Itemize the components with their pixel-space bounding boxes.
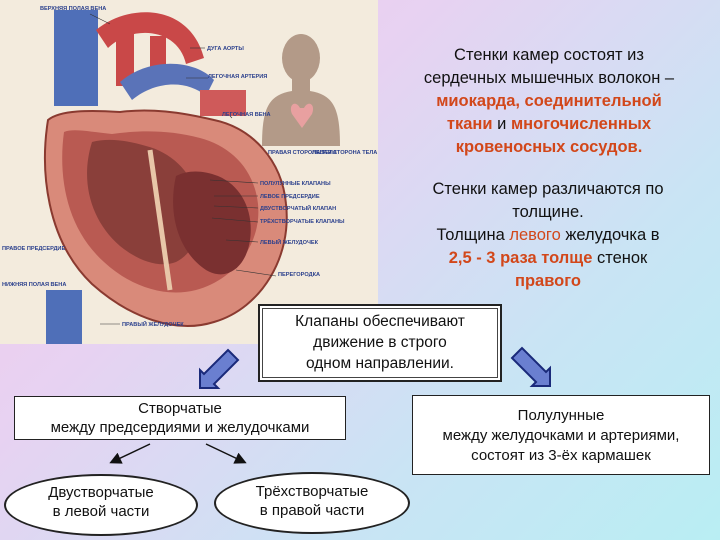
leader-lines	[89, 13, 277, 325]
walls-thickness-text: Стенки камер различаются по толщине. Тол…	[388, 178, 708, 293]
walls-composition-text: Стенки камер состоят из сердечных мышечн…	[382, 44, 716, 159]
heart-illustration: ВЕРХНЯЯ ПОЛАЯ ВЕНА ДУГА АОРТЫ ЛЕГОЧНАЯ А…	[0, 0, 378, 344]
label-left-atrium: ЛЕВОЕ ПРЕДСЕРДИЕ	[260, 194, 320, 200]
bicuspid-valve-oval: Двустворчатые в левой части	[4, 474, 198, 536]
leaflet-valves-box: Створчатые между предсердиями и желудочк…	[14, 396, 346, 440]
text1-line4a: ткани	[446, 115, 493, 133]
text1-line4b: и	[492, 115, 511, 133]
label-inferior-vena-cava: НИЖНЯЯ ПОЛАЯ ВЕНА	[2, 282, 66, 288]
leaflet-title: Створчатые	[138, 400, 222, 417]
body-silhouette-icon	[262, 34, 340, 146]
text2-line3a: Толщина	[436, 226, 510, 244]
label-semilunar-valves: ПОЛУЛУННЫЕ КЛАПАНЫ	[260, 181, 331, 187]
semilunar-line3: состоят из 3-ёх кармашек	[471, 447, 651, 464]
valves-main-line2: движение в строго	[313, 334, 447, 351]
label-right-ventricle: ПРАВЫЙ ЖЕЛУДОЧЕК	[122, 320, 184, 328]
label-left-side: ЛЕВАЯ СТОРОНА ТЕЛА	[312, 150, 377, 156]
bicuspid-title: Двустворчатые	[48, 484, 154, 501]
text1-line3: миокарда, соединительной	[436, 92, 662, 110]
label-pulmonary-artery: ЛЕГОЧНАЯ АРТЕРИЯ	[208, 74, 267, 80]
text2-line3c: желудочка в	[560, 226, 660, 244]
text1-line4c: многочисленных	[510, 115, 652, 133]
label-right-atrium: ПРАВОЕ ПРЕДСЕРДИЕ	[2, 246, 65, 252]
arrow-to-tricuspid-icon	[205, 443, 247, 464]
text2-line4b: стенок	[592, 249, 648, 267]
label-aortic-arch: ДУГА АОРТЫ	[207, 46, 244, 52]
label-right-side: ПРАВАЯ СТОРОНА ТЕЛА	[268, 150, 337, 156]
text1-line5: кровеносных сосудов.	[455, 138, 643, 156]
text1-line1: Стенки камер состоят из	[454, 46, 644, 64]
semilunar-title: Полулунные	[517, 407, 605, 424]
label-septum: ПЕРЕГОРОДКА	[278, 272, 320, 278]
arrow-to-semilunar-icon	[510, 346, 551, 387]
text2-line3: Толщина левого желудочка в	[388, 224, 708, 247]
text1-line2: сердечных мышечных волокон –	[423, 69, 675, 87]
text2-line2: толщине.	[512, 203, 584, 221]
semilunar-line2: между желудочками и артериями,	[442, 427, 680, 444]
label-superior-vena-cava: ВЕРХНЯЯ ПОЛАЯ ВЕНА	[40, 6, 106, 12]
bicuspid-subtitle: в левой части	[52, 503, 150, 520]
arrow-to-bicuspid-icon	[109, 443, 151, 464]
text1-line4: ткани и многочисленных	[382, 113, 716, 136]
label-bicuspid-valve: ДВУСТВОРЧАТЫЙ КЛАПАН	[260, 204, 336, 212]
tricuspid-subtitle: в правой части	[259, 502, 365, 519]
great-vessels	[46, 10, 246, 344]
heart-body	[44, 109, 288, 327]
leaflet-subtitle: между предсердиями и желудочками	[50, 419, 310, 436]
valves-main-box: Клапаны обеспечивают движение в строго о…	[258, 304, 502, 382]
text2-line5: правого	[515, 272, 581, 290]
label-tricuspid-valves: ТРЁХСТВОРЧАТЫЕ КЛАПАНЫ	[260, 218, 345, 225]
label-pulmonary-vein: ЛЕГОЧНАЯ ВЕНА	[222, 112, 271, 118]
valves-main-line3: одном направлении.	[305, 355, 454, 372]
valves-main-line1: Клапаны обеспечивают	[295, 313, 465, 330]
text2-line4a: 2,5 - 3 раза толще	[448, 249, 593, 267]
semilunar-valves-box: Полулунные между желудочками и артериями…	[412, 395, 710, 475]
arrow-to-leaflet-icon	[199, 348, 240, 389]
text2-line4: 2,5 - 3 раза толще стенок	[388, 247, 708, 270]
text2-line1: Стенки камер различаются по	[432, 180, 664, 198]
text2-line3b: левого	[509, 226, 561, 244]
tricuspid-title: Трёхстворчатые	[255, 483, 369, 500]
tricuspid-valve-oval: Трёхстворчатые в правой части	[214, 472, 410, 534]
label-left-ventricle: ЛЕВЫЙ ЖЕЛУДОЧЕК	[260, 238, 319, 246]
